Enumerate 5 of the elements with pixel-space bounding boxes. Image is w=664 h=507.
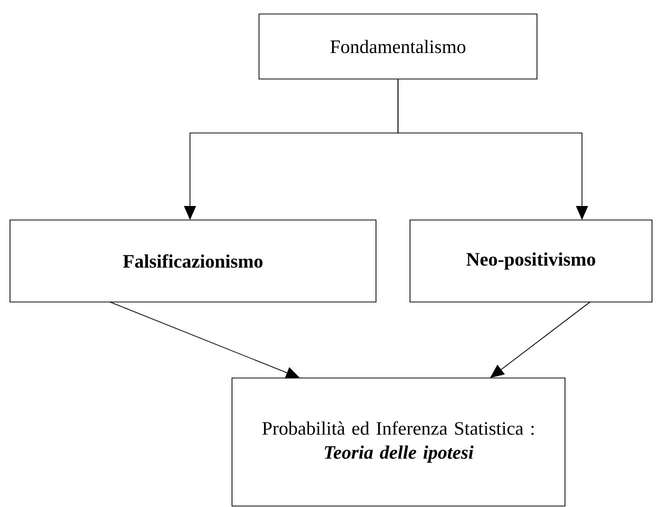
text-box: Neo-positivismo [410, 220, 652, 302]
text-box: Probabilità ed Inferenza Statistica : Teoria delle ipotesi [232, 378, 566, 506]
arrow [490, 302, 590, 378]
text-box: Falsificazionismo [10, 220, 376, 302]
text-box: Fondamentalismo [258, 14, 538, 80]
